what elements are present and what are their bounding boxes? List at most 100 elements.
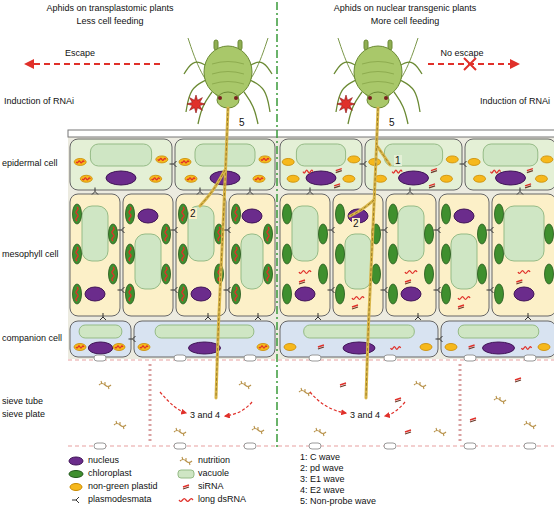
sirna [395,400,401,402]
legend-text: siRNA [198,481,224,492]
sirna [470,420,476,422]
callout-number: 5 [238,117,246,128]
plasmodesma [255,313,261,320]
chloroplast [126,284,135,304]
wave-key: 2: pd wave [300,463,344,474]
vacuole [155,325,254,338]
long-dsrna [218,227,220,241]
long-dsrna [235,287,237,301]
vacuole [504,206,544,261]
legend-sample [70,484,82,491]
nucleus [191,287,211,301]
non-green-plastid [113,344,125,351]
long-dsrna [392,170,402,173]
long-dsrna [182,207,184,221]
nucleus [483,342,515,354]
aphid-segment [362,62,394,65]
sieve-pore [309,443,321,449]
chloroplast [283,244,292,264]
aphid-segment [362,72,394,75]
chloroplast [73,244,82,264]
stylet-branch [350,200,374,216]
long-dsrna [255,178,263,180]
aphid-leg [244,92,258,124]
non-green-plastid [446,156,458,163]
vacuole [296,144,345,166]
legend-sample [69,457,83,465]
epidermal-cell [365,139,462,190]
vacuole [292,206,318,261]
non-green-plastid [259,156,271,163]
nucleus [454,209,474,223]
plasmodesma [434,287,441,293]
sieve-pore [464,355,476,361]
plastid-swatch [70,484,82,491]
vacuole-swatch [178,470,194,478]
chloroplast [478,224,487,244]
epidermal-cell [280,139,362,190]
legend-text: vacuole [198,468,229,479]
long-dsrna [259,346,267,348]
chloroplast-swatch [69,471,83,478]
nucleus [85,287,105,301]
sieve-pore [244,443,256,449]
companion-cell [441,321,554,357]
cell-wall [123,194,173,316]
nucleus [138,209,158,223]
escape-label: No escape [440,48,483,59]
mesophyll-cell [70,194,120,316]
vacuole [398,206,424,261]
long-dsrna [165,227,167,241]
legend-sample [179,499,193,502]
vacuole [451,234,477,289]
chloroplast [179,284,188,304]
sirna [340,385,346,387]
plasmodesma [171,227,178,233]
sieve-pore [524,443,536,449]
chloroplast [478,264,487,284]
sirna [431,171,437,173]
long-dsrna [129,287,131,301]
long-dsrna [76,161,84,163]
tissue-label: companion cell [2,333,62,344]
vacuole [135,234,161,289]
chloroplast [389,284,398,304]
wave-key: 1: C wave [300,452,340,463]
chloroplast [232,204,241,224]
stylet-branch [200,170,225,206]
non-green-plastid [253,175,265,182]
plasmodesma [197,188,203,195]
impact-burst [337,95,355,113]
chloroplast [232,244,241,264]
aphid-segment [212,72,244,75]
flow-arrow [225,402,252,416]
cell-wall [280,321,438,357]
legend-text: plasmodesmata [88,494,152,505]
cell-wall [70,194,120,316]
plasmodesma [434,227,441,233]
aphid-eye [368,96,372,100]
nutrition [524,421,536,429]
plasmodesma [247,188,253,195]
tissue-label: mesophyll cell [2,249,59,260]
long-dsrna [112,227,114,241]
tissue-label: epidermal cell [2,158,58,169]
plasmodesma [328,287,335,293]
chloroplast [442,244,451,264]
non-green-plastid [538,344,550,351]
rnai-label: Induction of RNAi [480,96,550,107]
vacuole [188,206,214,261]
sirna [183,487,189,489]
long-dsrna [352,297,364,300]
cuticle [68,130,554,137]
stylet [366,108,378,398]
long-dsrna [115,346,123,348]
vacuole [483,144,538,166]
long-dsrna [267,267,269,281]
plasmodesma [525,313,531,320]
nutrition [114,421,126,429]
legend-sample [178,470,194,478]
callout-number: 2 [352,218,360,229]
aphid-segment [362,82,394,85]
